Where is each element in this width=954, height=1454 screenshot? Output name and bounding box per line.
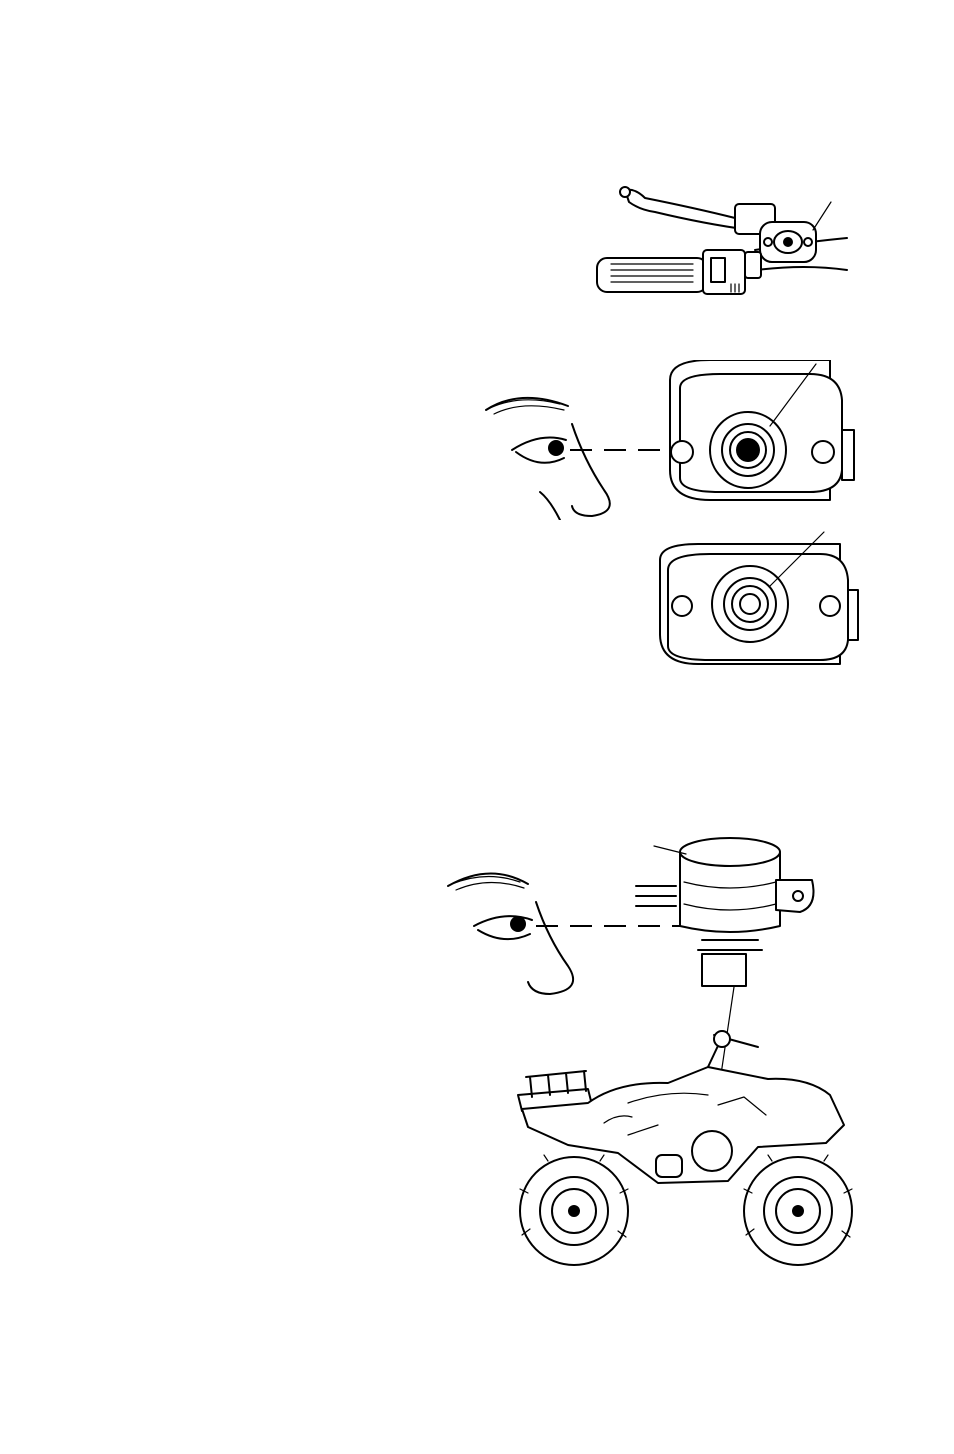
atv-side-view-figure [508, 985, 868, 1275]
eye-icon [448, 873, 573, 994]
handlebar-brake-lever-figure [585, 180, 855, 300]
brake-lever-icon [585, 180, 855, 300]
reservoir-icon [654, 838, 814, 986]
atv-icon [508, 985, 868, 1275]
reservoir-icon [670, 360, 854, 500]
reservoir-sight-glass-full-figure [480, 360, 860, 520]
eye-icon [486, 398, 610, 520]
reservoir-sight-glass-low-figure [650, 530, 860, 670]
